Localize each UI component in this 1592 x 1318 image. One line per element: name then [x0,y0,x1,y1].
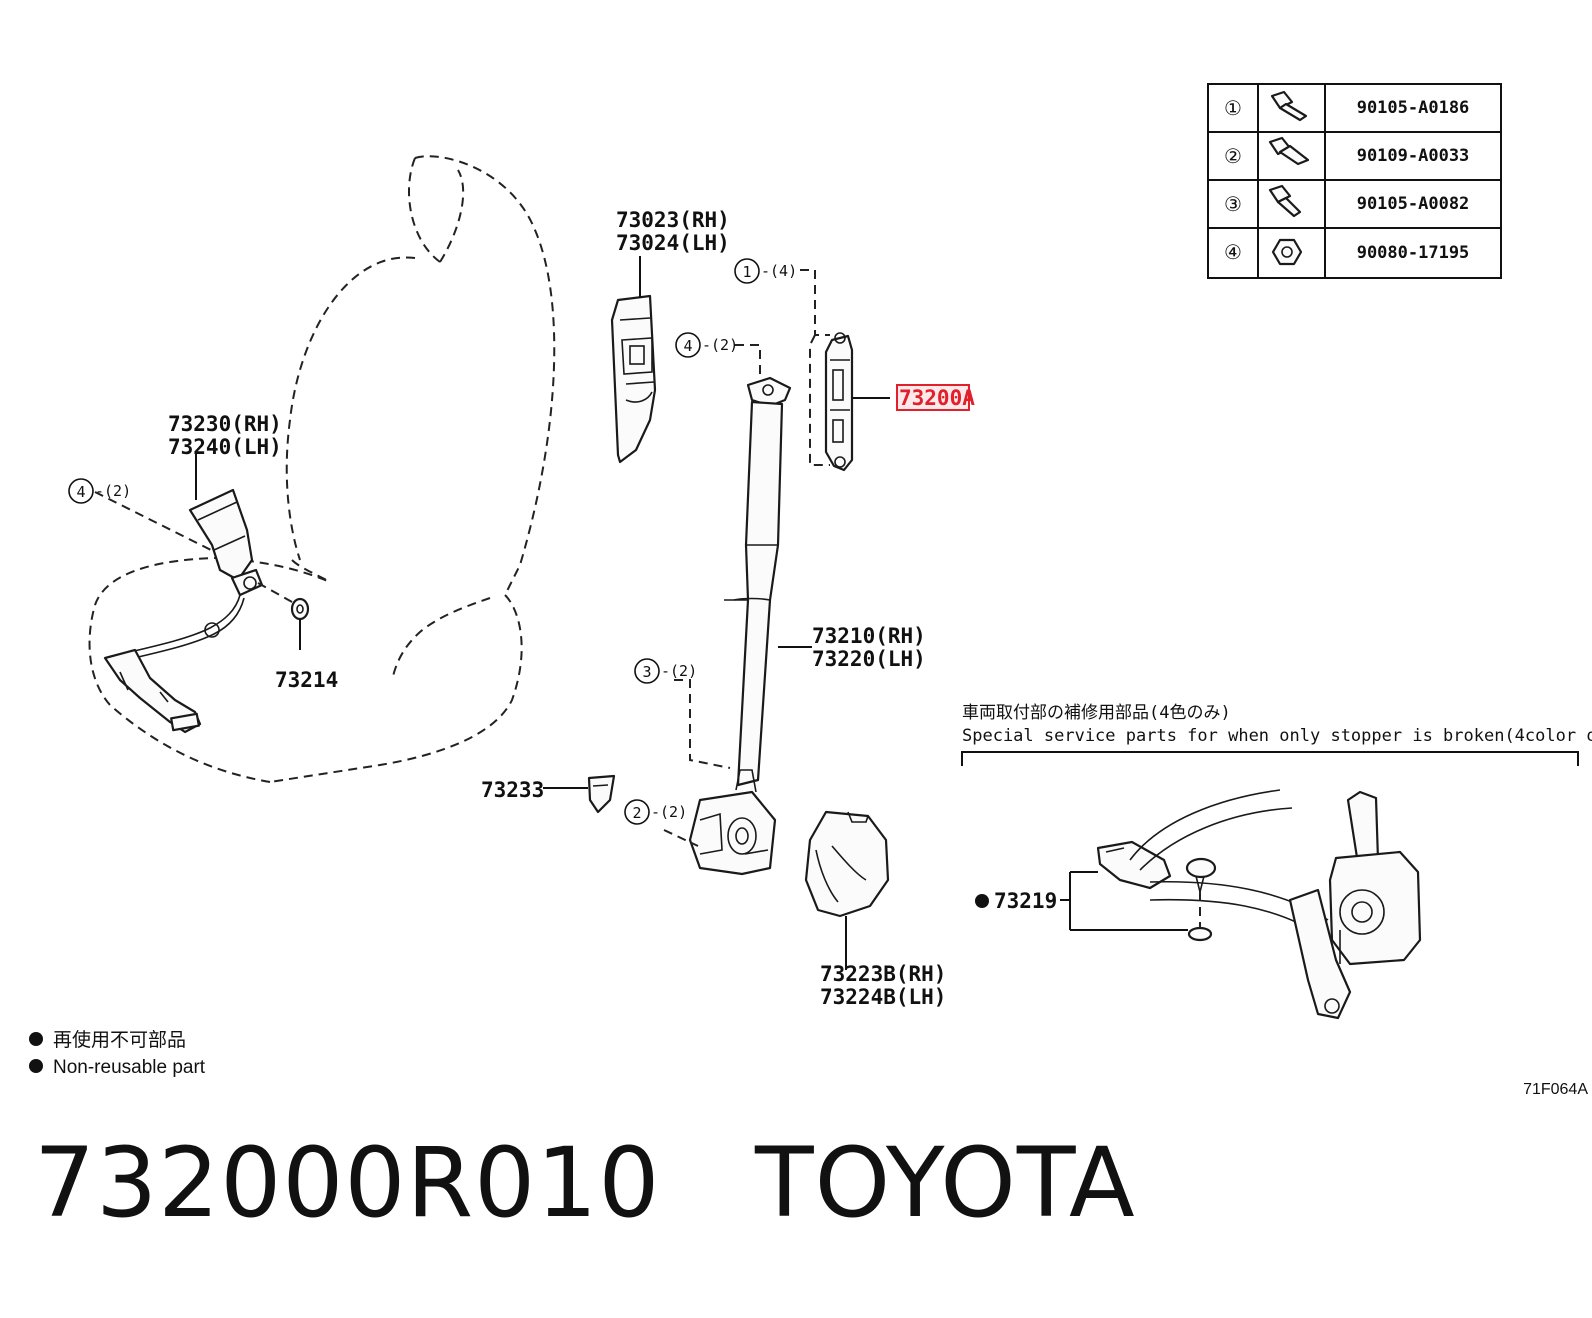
fastener-row: ① 90105-A0186 [1224,90,1470,122]
footer-caption: 732000R010 TOYOTA [34,1135,1136,1231]
callout-num: 3 [642,663,651,681]
label-buckle-lh[interactable]: 73240(LH) [168,435,282,459]
callout-buckle-bolt: ④ 4 -(2) [68,478,131,504]
legend-jp: 再使用不可部品 [53,1029,186,1051]
callout-qty: -(2) [661,662,697,680]
label-belt-assy-rh[interactable]: 73210(RH) [812,624,926,648]
callout-anchor-bolt: ① 1 -(4) [734,258,797,284]
callout-qty: -(2) [651,803,687,821]
fastener-row: ④ 90080-17195 [1224,238,1470,266]
shoulder-bolt-icon [1268,136,1310,166]
callout-qty: -(4) [761,262,797,280]
seat-outline [88,155,556,783]
label-belt-assy-lh[interactable]: 73220(LH) [812,647,926,671]
washer-leader [257,582,295,604]
label-washer[interactable]: 73214 [275,668,338,692]
special-note-en: Special service parts for when only stop… [962,726,1592,746]
fastener-row: ② 90109-A0033 [1224,136,1470,168]
fastener-row: ③ 90105-A0082 [1224,184,1470,218]
diagram-code: 71F064A [1523,1081,1588,1098]
label-pillar-cover-rh[interactable]: 73023(RH) [616,208,730,232]
legend-dot [29,1032,43,1046]
retractor-cover [804,810,890,970]
label-anchor-adjuster[interactable]: 73200A [899,386,975,410]
anchor-adjuster-highlight [896,384,970,411]
stopper-detail [961,751,1579,1020]
callout-num: 2 [632,804,641,822]
label-buckle-rh[interactable]: 73230(RH) [168,412,282,436]
callout-belt-mid-bolt: ③ 3 -(2) [634,658,697,684]
callout-num: 4 [76,483,85,501]
seat-belt-assy [663,344,812,876]
pillar-cover [610,256,657,464]
fastener-part-no: 90105-A0186 [1357,98,1470,118]
label-stopper[interactable]: 73219 [994,889,1057,913]
anchor-adjuster [800,269,890,472]
callout-qty: -(2) [95,482,131,500]
footer-brand: TOYOTA [754,1127,1136,1239]
fastener-ref: ① [1224,96,1242,120]
fastener-part-no: 90109-A0033 [1357,146,1470,166]
fastener-part-no: 90105-A0082 [1357,194,1470,214]
label-guide[interactable]: 73233 [481,778,544,802]
label-pillar-cover-lh[interactable]: 73024(LH) [616,231,730,255]
callout-num: 4 [683,337,692,355]
guide-73233 [543,774,616,814]
fastener-ref: ④ [1224,240,1242,264]
footer-part-number: 732000R010 [34,1127,661,1239]
callout-belt-top-bolt: ④ 4 -(2) [675,332,738,358]
label-retractor-cover-lh[interactable]: 73224B(LH) [820,985,946,1009]
legend-en: Non-reusable part [53,1057,206,1078]
buckle-assy [103,488,264,734]
washer-73214 [290,597,310,650]
non-reusable-dot [975,894,989,908]
fastener-table: ① 90105-A0186 ② 90109-A0033 ③ 90105-A008… [1207,83,1502,279]
buckle-bolt-leader [94,491,216,553]
callout-qty: -(2) [702,336,738,354]
callout-retractor-bolt: ② 2 -(2) [624,799,687,825]
fastener-ref: ② [1224,144,1242,168]
flange-bolt-icon [1268,184,1302,218]
flange-bolt-icon [1270,90,1308,122]
nut-icon [1271,238,1303,266]
special-note-jp: 車両取付部の補修用部品(4色のみ) [962,703,1231,723]
fastener-ref: ③ [1224,192,1242,216]
label-retractor-cover-rh[interactable]: 73223B(RH) [820,962,946,986]
callout-num: 1 [742,263,751,281]
legend-dot [29,1059,43,1073]
fastener-part-no: 90080-17195 [1357,243,1470,263]
